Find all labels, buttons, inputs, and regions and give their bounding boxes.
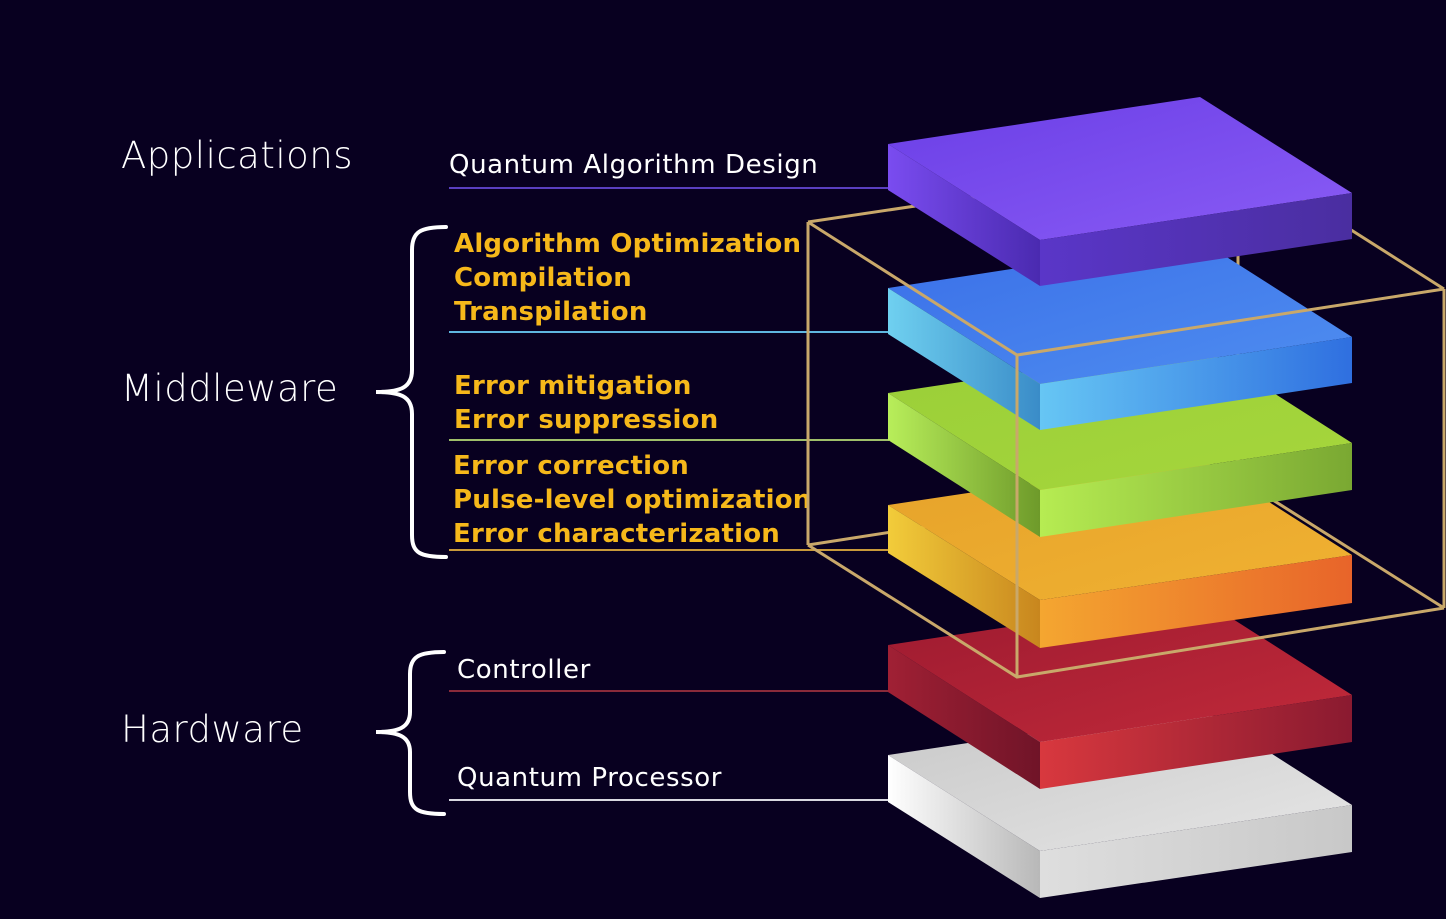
category-hardware: Hardware [121, 708, 304, 751]
label-pulse-level-optimization: Pulse-level optimization [453, 485, 812, 515]
label-error-mitigation: Error mitigation [454, 371, 692, 401]
rule-quantum-processor [449, 799, 889, 801]
rule-algorithm-optimization [449, 331, 889, 333]
slab-controller [888, 598, 1352, 789]
gold-frame-front [806, 220, 1446, 679]
label-compilation: Compilation [454, 263, 632, 293]
rule-error-correction [449, 549, 889, 551]
slab-quantum-algorithm-design [888, 97, 1352, 286]
label-quantum-algorithm-design: Quantum Algorithm Design [449, 150, 819, 180]
label-controller: Controller [457, 655, 591, 685]
label-algorithm-optimization: Algorithm Optimization [454, 229, 802, 259]
rule-error-mitigation [449, 439, 889, 441]
middleware-brace [375, 225, 448, 559]
label-error-suppression: Error suppression [454, 405, 719, 435]
label-group-algorithm-optimization: Algorithm Optimization Compilation Trans… [454, 227, 801, 329]
category-middleware: Middleware [121, 367, 339, 410]
label-error-correction: Error correction [453, 451, 690, 481]
category-applications: Applications [121, 134, 354, 177]
rule-controller [449, 690, 889, 692]
label-transpilation: Transpilation [454, 297, 648, 327]
hardware-brace [375, 650, 446, 816]
label-error-characterization: Error characterization [453, 519, 780, 549]
label-group-error-mitigation: Error mitigation Error suppression [454, 369, 718, 437]
label-quantum-processor: Quantum Processor [457, 763, 723, 793]
label-group-error-correction: Error correction Pulse-level optimizatio… [453, 449, 811, 551]
rule-quantum-algorithm-design [449, 187, 889, 189]
